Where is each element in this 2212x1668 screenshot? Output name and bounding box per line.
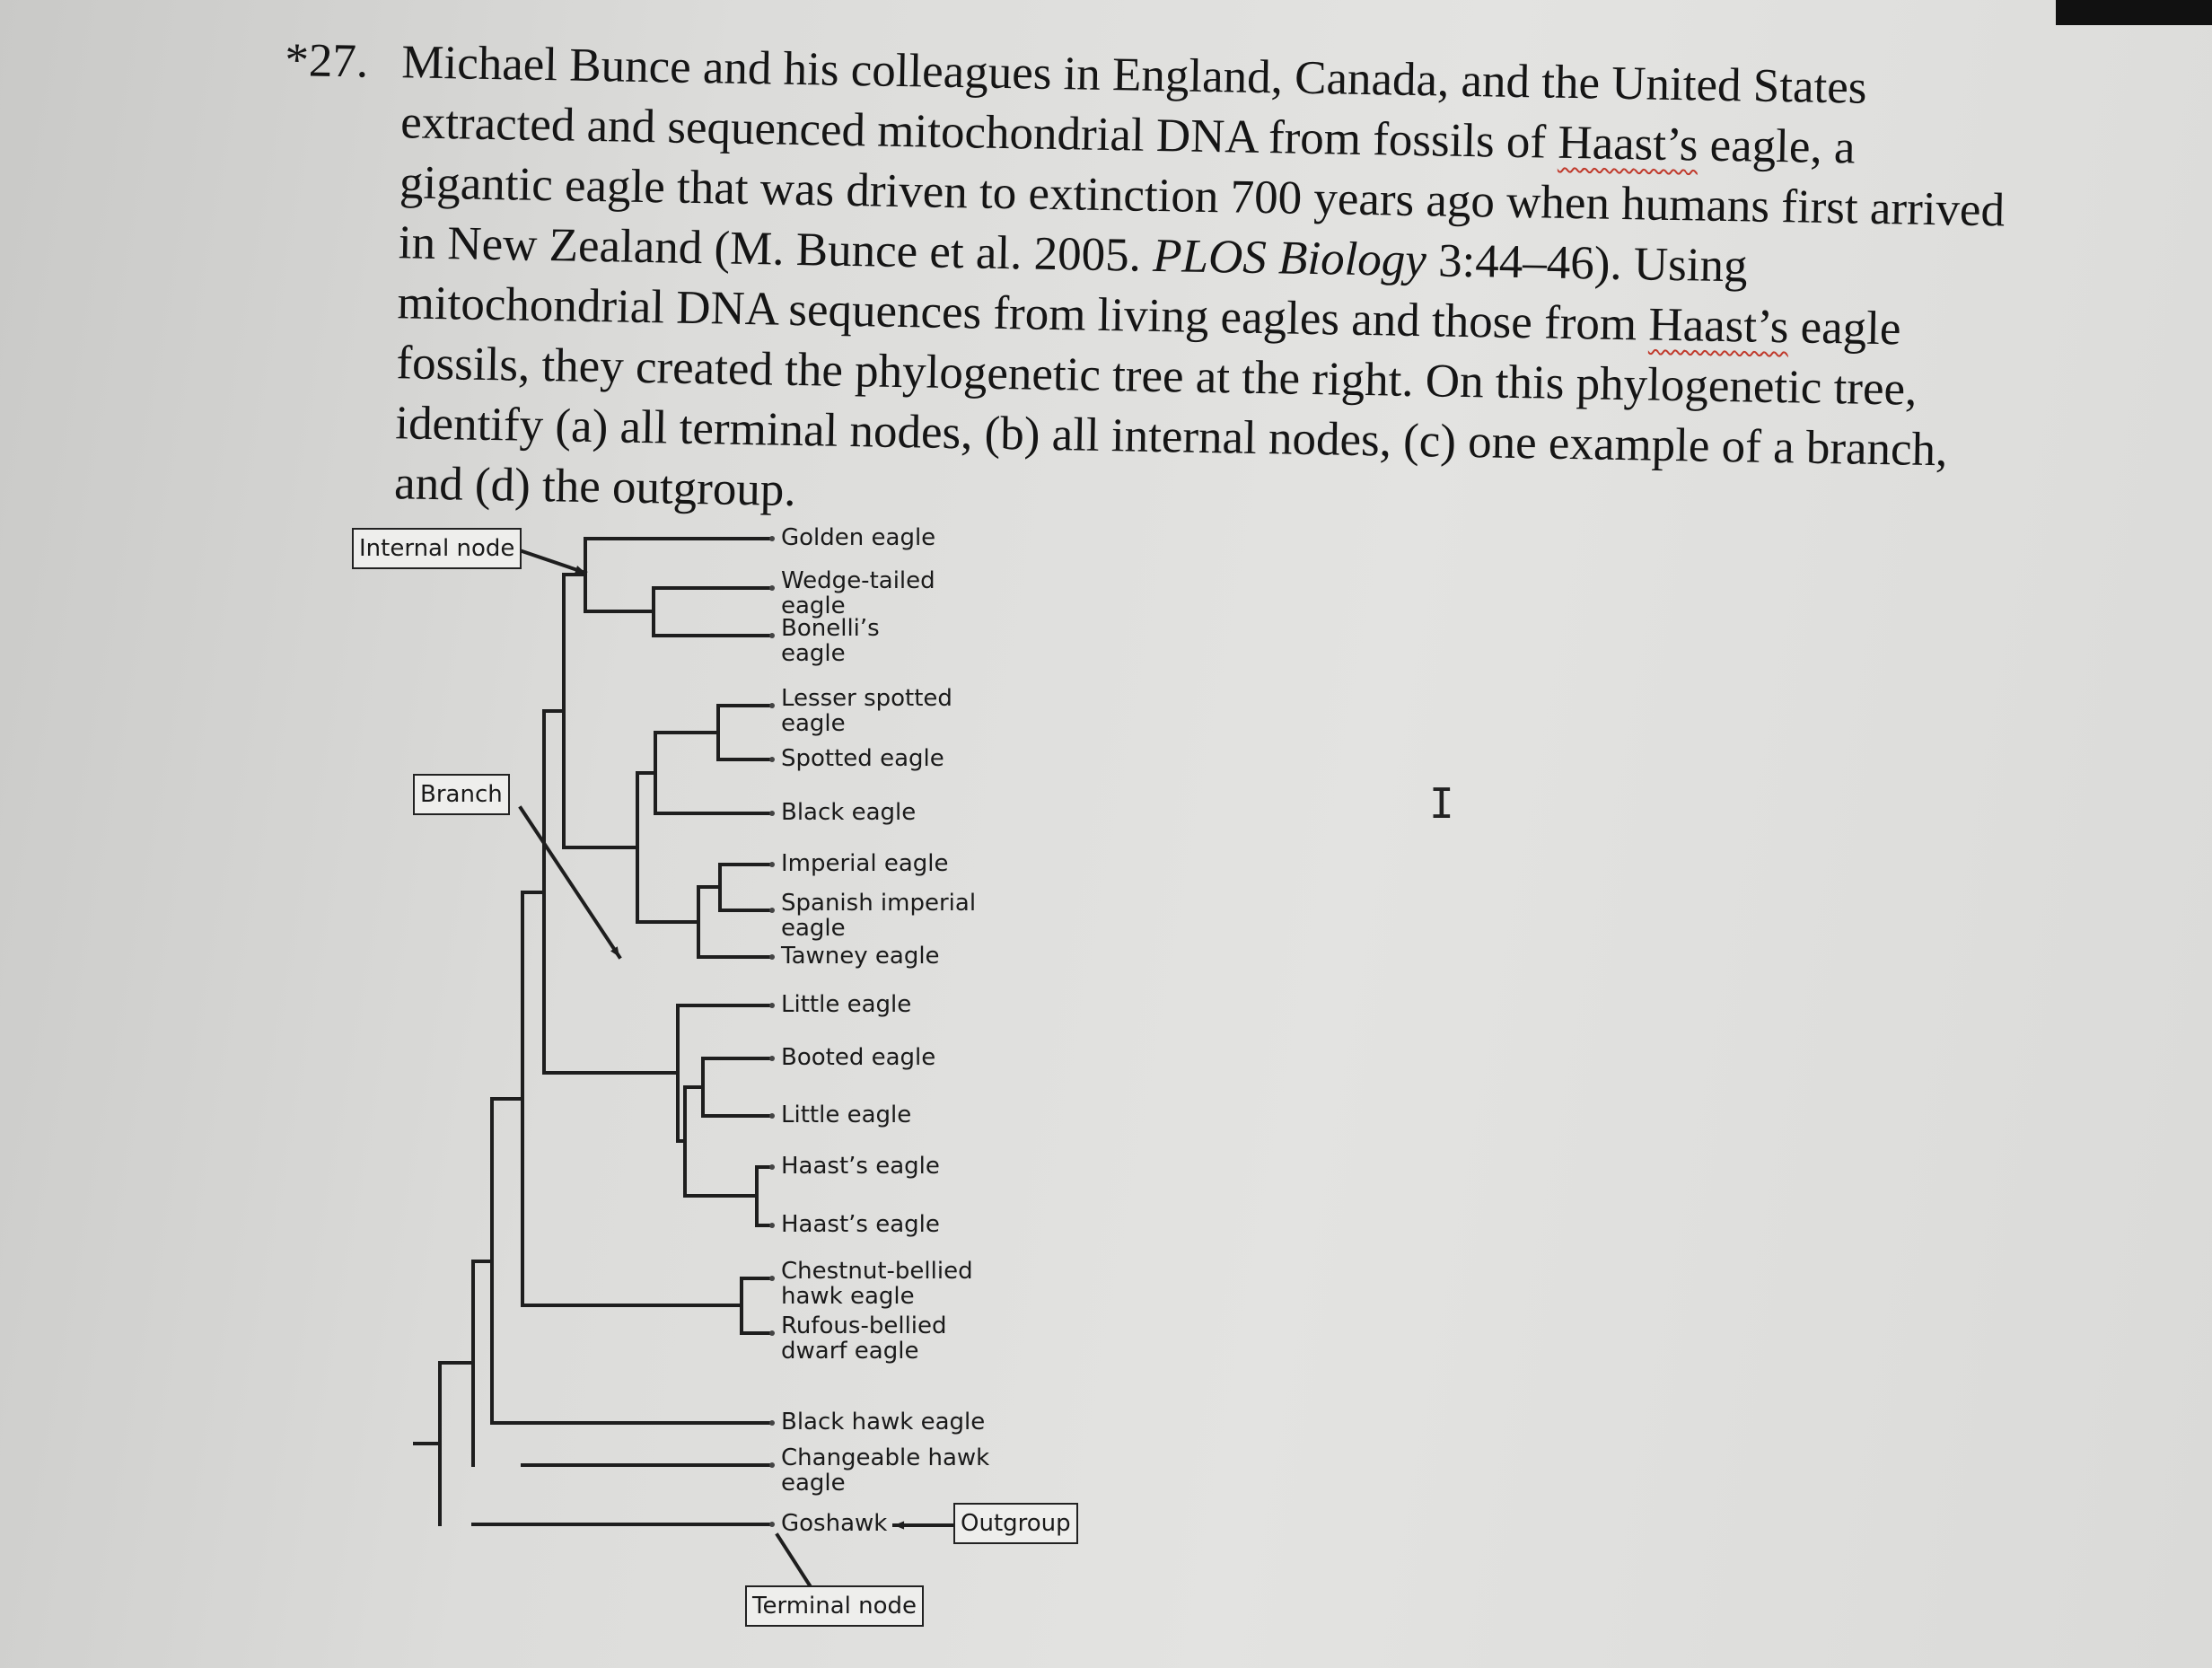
question-text-run: eagle bbox=[1787, 301, 1901, 356]
terminal-node-dot bbox=[769, 757, 775, 762]
outgroup-callout: Outgroup bbox=[953, 1503, 1078, 1544]
taxon-label: Booted eagle bbox=[781, 1044, 936, 1071]
terminal-node-dot bbox=[769, 1164, 775, 1170]
taxon-label: Bonelli’s eagle bbox=[781, 615, 880, 667]
taxon-label: Tawney eagle bbox=[781, 943, 940, 970]
taxon-label: Imperial eagle bbox=[781, 850, 949, 877]
terminal-node-dot bbox=[769, 1462, 775, 1468]
taxon-label: Haast’s eagle bbox=[781, 1153, 940, 1180]
arrowhead-icon bbox=[575, 566, 585, 574]
taxon-label: Lesser spotted eagle bbox=[781, 685, 952, 737]
question-text: Michael Bunce and his colleagues in Engl… bbox=[277, 31, 2090, 543]
taxon-label: Rufous-bellied dwarf eagle bbox=[781, 1312, 947, 1365]
terminal-node-dot bbox=[769, 1223, 775, 1228]
question-text-run: 3:44–46). Using bbox=[1426, 234, 1749, 293]
question-text-run: PLOS Biology bbox=[1152, 229, 1427, 287]
terminal-node-dot bbox=[769, 862, 775, 867]
terminal-node-dot bbox=[769, 1003, 775, 1008]
taxon-label: Little eagle bbox=[781, 991, 912, 1018]
question-27: *27. Michael Bunce and his colleagues in… bbox=[277, 31, 2090, 543]
taxon-label: Black eagle bbox=[781, 799, 917, 826]
taxon-label: Spotted eagle bbox=[781, 745, 944, 772]
taxon-label: Goshawk bbox=[781, 1510, 888, 1537]
terminal-node-dot bbox=[769, 1522, 775, 1527]
terminal-node-callout: Terminal node bbox=[745, 1585, 925, 1627]
taxon-label: Haast’s eagle bbox=[781, 1211, 940, 1238]
question-text-run: eagle, a bbox=[1697, 119, 1856, 174]
arrowhead-icon bbox=[894, 1521, 905, 1530]
terminal-node-dot bbox=[769, 908, 775, 913]
text-cursor-icon: I bbox=[1429, 779, 1454, 828]
terminal-node-dot bbox=[769, 585, 775, 591]
arrowhead-icon bbox=[610, 946, 619, 957]
terminal-node-dot bbox=[769, 811, 775, 816]
taxon-label: Changeable hawk eagle bbox=[781, 1444, 990, 1497]
spellcheck-word: Haast’s bbox=[1647, 298, 1789, 354]
terminal-node-dot bbox=[769, 536, 775, 541]
terminal-node-dot bbox=[769, 1276, 775, 1281]
terminal-node-dot bbox=[769, 1330, 775, 1336]
taxon-label: Golden eagle bbox=[781, 524, 936, 551]
terminal-node-pointer bbox=[775, 1532, 812, 1588]
terminal-node-dot bbox=[769, 703, 775, 708]
question-number: *27. bbox=[284, 33, 369, 88]
taxon-label: Chestnut-bellied hawk eagle bbox=[781, 1258, 973, 1310]
spellcheck-word: Haast’s bbox=[1557, 116, 1698, 171]
top-dark-bar bbox=[2056, 0, 2212, 25]
terminal-node-dot bbox=[769, 1056, 775, 1061]
taxon-label: Black hawk eagle bbox=[781, 1409, 986, 1435]
terminal-node-dot bbox=[769, 1113, 775, 1119]
branch-pointer bbox=[518, 805, 622, 960]
terminal-node-dot bbox=[769, 633, 775, 638]
terminal-node-dot bbox=[769, 954, 775, 960]
branch-callout: Branch bbox=[413, 774, 510, 815]
internal-node-callout: Internal node bbox=[352, 528, 522, 569]
taxon-label: Wedge-tailed eagle bbox=[781, 567, 935, 619]
terminal-node-dot bbox=[769, 1420, 775, 1426]
tree-lines bbox=[413, 537, 953, 1588]
taxon-label: Little eagle bbox=[781, 1102, 912, 1128]
question-text-run: in New Zealand (M. Bunce et al. 2005. bbox=[398, 216, 1154, 282]
taxon-label: Spanish imperial eagle bbox=[781, 890, 977, 942]
